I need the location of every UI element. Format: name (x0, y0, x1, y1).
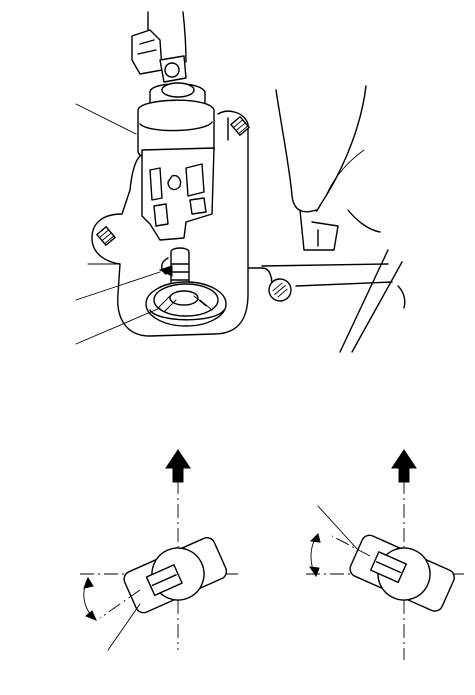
joint-flange-left (123, 537, 228, 614)
callout-leader-slit (107, 603, 141, 651)
callout-leaders (75, 103, 365, 345)
universal-joint (137, 82, 215, 241)
steering-assembly-illustration (75, 11, 406, 353)
joint-flange-right (349, 534, 455, 612)
alignment-detail-right (306, 449, 468, 660)
vehicle-frame (261, 85, 406, 353)
callout-leader-seal (75, 307, 161, 345)
up-arrow (165, 449, 191, 483)
slit-axis-line (99, 589, 141, 619)
callout-leader-slit (317, 505, 359, 551)
callout-leader-universal-joint (75, 103, 137, 135)
up-arrow (391, 449, 417, 483)
callout-leader-pinion-mark (75, 271, 161, 301)
alignment-detail-left (80, 449, 238, 651)
pinion-seal (145, 281, 227, 327)
callout-leader-frame (325, 149, 365, 197)
slit-axis-line (331, 535, 371, 557)
upper-steering-shaft (131, 11, 187, 83)
